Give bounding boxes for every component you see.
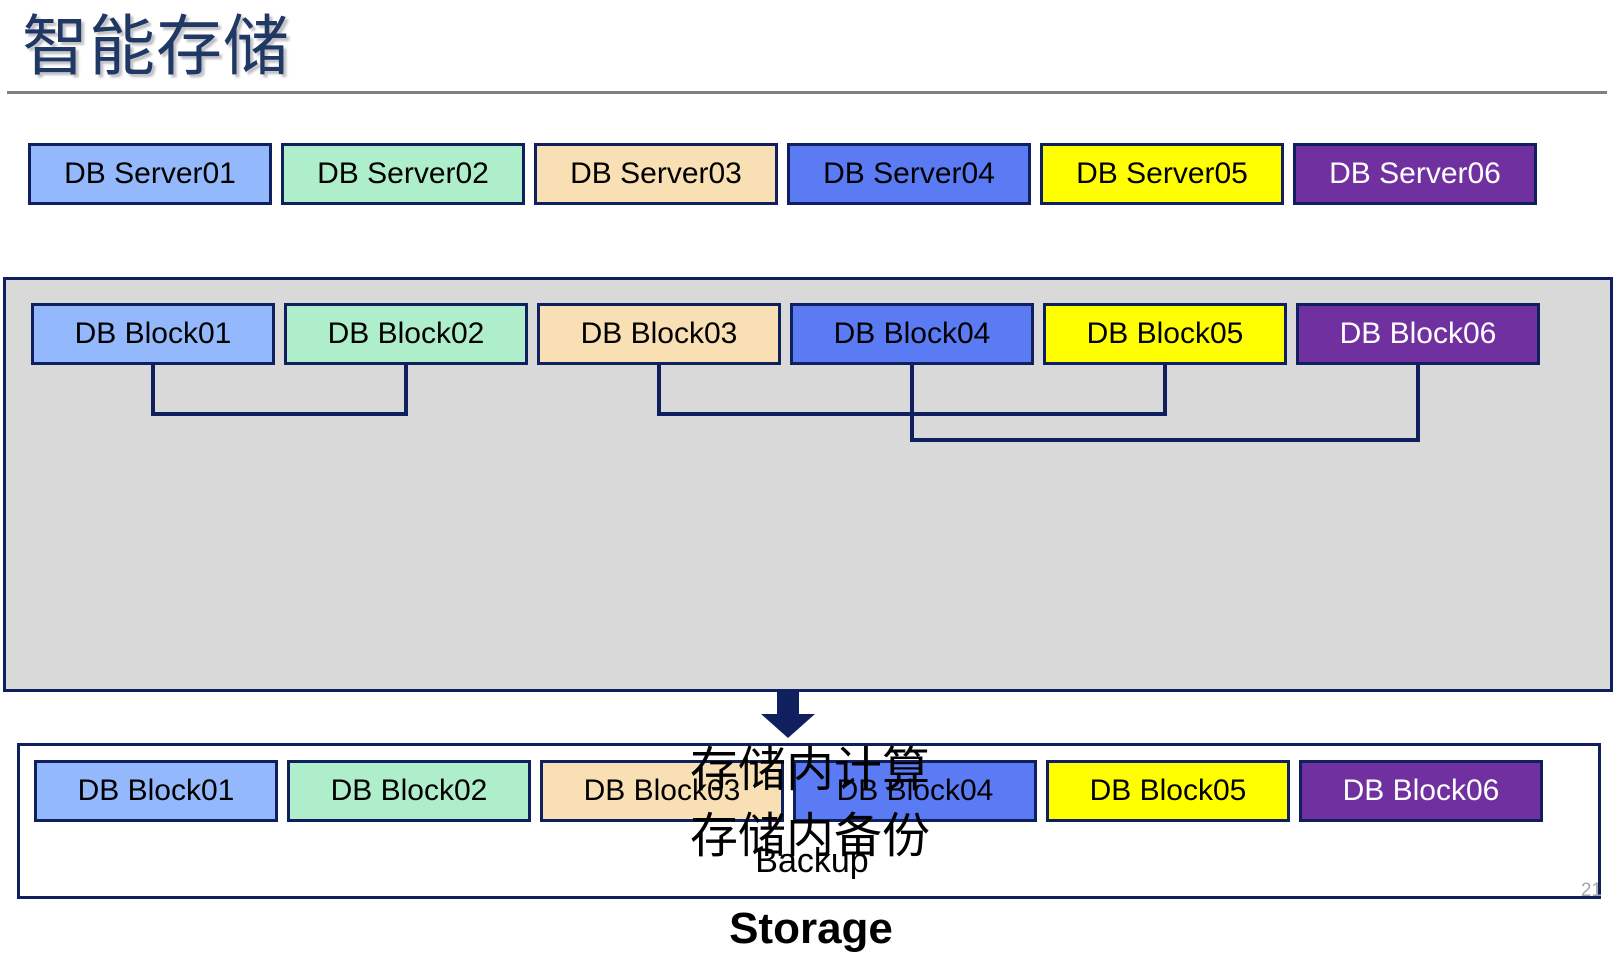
- page-number: 21: [1580, 880, 1602, 901]
- db-server-1[interactable]: DB Server01: [28, 143, 272, 205]
- db-server-5[interactable]: DB Server05: [1040, 143, 1284, 205]
- backup-block-5[interactable]: DB Block05: [1046, 760, 1290, 822]
- db-block-label: DB Block05: [1086, 317, 1244, 350]
- connector-block01-to-block02-crossbar: [151, 412, 408, 416]
- db-block-row: DB Block01 DB Block02 DB Block03 DB Block04…: [6, 280, 1610, 689]
- backup-block-label: DB Block06: [1342, 774, 1500, 807]
- connector-block01-to-block02-right-stem: [404, 365, 408, 416]
- caption-line-2: 存储内备份: [689, 810, 930, 863]
- connector-block01-to-block02-left-stem: [151, 365, 155, 416]
- db-block-label: DB Block03: [580, 317, 738, 350]
- db-server-label: DB Server03: [570, 157, 742, 190]
- page-title: 智能存储: [22, 9, 290, 83]
- db-server-label: DB Server04: [823, 157, 995, 190]
- db-block-5[interactable]: DB Block05: [1043, 303, 1287, 365]
- db-server-label: DB Server02: [317, 157, 489, 190]
- connector-block04-to-block06-left-stem: [910, 365, 914, 442]
- db-server-label: DB Server05: [1076, 157, 1248, 190]
- storage-container: DB Block01 DB Block02 DB Block03 DB Block04…: [3, 277, 1613, 953]
- db-block-3[interactable]: DB Block03: [537, 303, 781, 365]
- connector-block04-to-block06-right-stem: [1416, 365, 1420, 442]
- db-block-label: DB Block04: [833, 317, 991, 350]
- backup-block-label: DB Block02: [330, 774, 488, 807]
- backup-block-label: DB Block03: [583, 774, 741, 807]
- backup-block-label: DB Block04: [836, 774, 994, 807]
- connector-block03-to-block05-left-stem: [657, 365, 661, 416]
- db-server-6[interactable]: DB Server06: [1293, 143, 1537, 205]
- db-server-3[interactable]: DB Server03: [534, 143, 778, 205]
- backup-block-row: DB Block01 DB Block02 DB Block03 DB Block04…: [20, 746, 1598, 896]
- backup-block-4[interactable]: DB Block04: [793, 760, 1037, 822]
- db-server-4[interactable]: DB Server04: [787, 143, 1031, 205]
- db-server-label: DB Server06: [1329, 157, 1501, 190]
- backup-label: Backup: [755, 842, 869, 880]
- connector-block03-to-block05-right-stem: [1163, 365, 1167, 416]
- db-block-1[interactable]: DB Block01: [31, 303, 275, 365]
- db-block-label: DB Block06: [1339, 317, 1497, 350]
- db-server-label: DB Server01: [64, 157, 236, 190]
- db-block-label: DB Block01: [74, 317, 232, 350]
- storage-label: Storage: [729, 904, 893, 953]
- down-arrow-icon: [761, 692, 815, 738]
- backup-block-2[interactable]: DB Block02: [287, 760, 531, 822]
- db-server-2[interactable]: DB Server02: [281, 143, 525, 205]
- db-server-row: DB Server01 DB Server02 DB Server03 DB Serv…: [28, 143, 1537, 205]
- backup-container: DB Block01 DB Block02 DB Block03 DB Block04…: [17, 743, 1601, 899]
- connector-layer: [6, 280, 1610, 689]
- backup-block-1[interactable]: DB Block01: [34, 760, 278, 822]
- backup-block-3[interactable]: DB Block03: [540, 760, 784, 822]
- title-divider: [7, 91, 1607, 94]
- db-block-label: DB Block02: [327, 317, 485, 350]
- backup-block-label: DB Block01: [77, 774, 235, 807]
- caption-line-1: 存储内计算: [689, 744, 930, 797]
- db-block-2[interactable]: DB Block02: [284, 303, 528, 365]
- backup-block-6[interactable]: DB Block06: [1299, 760, 1543, 822]
- connector-block04-to-block06-crossbar: [910, 438, 1420, 442]
- backup-block-label: DB Block05: [1089, 774, 1247, 807]
- db-block-6[interactable]: DB Block06: [1296, 303, 1540, 365]
- db-block-4[interactable]: DB Block04: [790, 303, 1034, 365]
